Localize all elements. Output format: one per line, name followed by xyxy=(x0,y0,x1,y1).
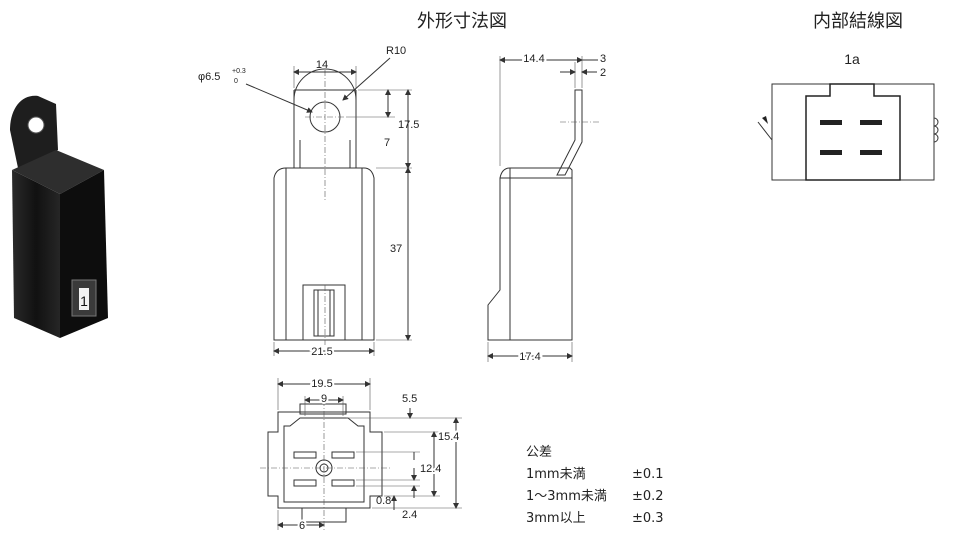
dim-body-height: 37 xyxy=(390,243,402,255)
dim-body-depth: 17.4 xyxy=(519,351,540,363)
front-view: 14 φ6.5 +0.3 0 R10 17.5 7 37 21.5 xyxy=(198,45,419,360)
dim-body-width: 21.5 xyxy=(311,346,332,358)
dim-radius: R10 xyxy=(386,45,406,57)
tolerance-value: ±0.3 xyxy=(632,511,664,526)
dim-pin-pitch: 9 xyxy=(321,393,327,405)
dim-hole-diameter: φ6.5 xyxy=(198,71,220,83)
wiring-diagram: 1a xyxy=(757,51,939,181)
tolerance-value: ±0.2 xyxy=(632,489,664,504)
dim-15-4: 15.4 xyxy=(438,431,459,443)
dim-tab-height: 17.5 xyxy=(398,119,419,131)
photo-terminal-number: 1 xyxy=(80,293,88,309)
dim-6: 6 xyxy=(299,520,305,532)
dim-top-width: 14 xyxy=(316,59,328,71)
side-view: 14.4 3 2 17.4 xyxy=(487,51,606,365)
dim-12-4: 12.4 xyxy=(420,463,441,475)
bottom-view: 19.5 9 5.5 15.4 12.4 0.8 2.4 xyxy=(260,376,462,534)
product-photo: 1 xyxy=(10,95,108,338)
tolerance-value: ±0.1 xyxy=(632,467,664,482)
dim-hole-tol-plus: +0.3 xyxy=(232,68,246,75)
tolerance-heading: 公差 xyxy=(526,445,552,460)
outline-dimensions-title: 外形寸法図 xyxy=(417,11,507,32)
dim-tab-thickness: 2 xyxy=(600,67,606,79)
tolerance-range: 1～3mm未満 xyxy=(526,489,607,504)
dim-tab-offset: 3 xyxy=(600,53,606,65)
dim-2-4: 2.4 xyxy=(402,509,417,521)
contact-form-label: 1a xyxy=(844,51,860,67)
tolerance-table: 公差 1mm未満 ±0.1 1～3mm未満 ±0.2 3mm以上 ±0.3 xyxy=(526,445,664,526)
internal-wiring-title: 内部結線図 xyxy=(813,11,903,32)
tolerance-range: 1mm未満 xyxy=(526,467,586,482)
dim-outer-width: 19.5 xyxy=(311,378,332,390)
dim-5-5: 5.5 xyxy=(402,393,417,405)
dim-hole-tol-minus: 0 xyxy=(234,78,238,85)
dim-depth-top: 14.4 xyxy=(523,53,544,65)
tolerance-range: 3mm以上 xyxy=(526,511,586,526)
dim-0-8: 0.8 xyxy=(376,495,391,507)
dim-hole-center: 7 xyxy=(384,137,390,149)
